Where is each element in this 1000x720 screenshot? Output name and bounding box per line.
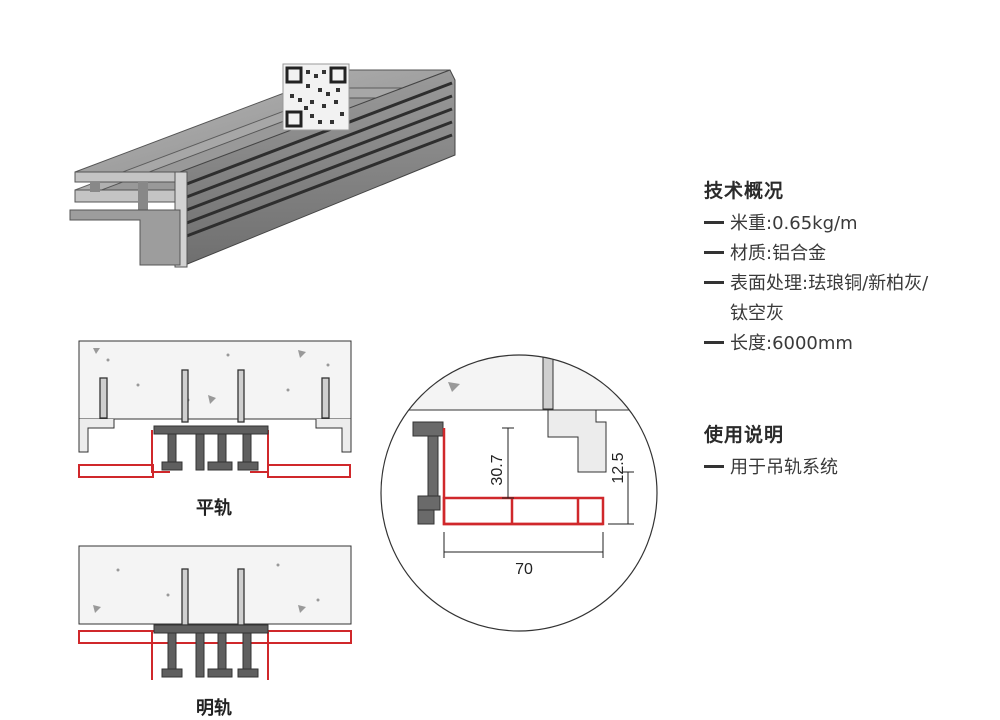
dash-icon	[704, 340, 724, 344]
usage-heading: 使用说明	[704, 424, 785, 446]
dash-icon	[704, 280, 724, 284]
dimension-height-label: 30.7	[489, 454, 506, 485]
spec-weight: 米重:0.65kg/m	[704, 209, 994, 239]
spec-length: 长度:6000mm	[704, 329, 994, 359]
dimension-offset-label: 12.5	[610, 452, 627, 483]
qr-code	[282, 63, 350, 131]
rail-profile-3d-render	[69, 63, 456, 268]
dash-icon	[704, 220, 724, 224]
spec-surface-finish-cont: 钛空灰	[730, 303, 784, 324]
technical-overview-panel: 技术概况 米重:0.65kg/m 材质:铝合金 表面处理:珐琅铜/新柏灰/ 钛空…	[704, 176, 994, 359]
dash-icon	[704, 250, 724, 254]
flat-rail-section-drawing	[78, 340, 352, 478]
detail-callout-circle: 30.7 12.5 70	[380, 354, 658, 632]
usage-panel: 使用说明 用于吊轨系统	[704, 420, 994, 483]
dash-icon	[704, 464, 724, 468]
exposed-rail-section-drawing	[78, 545, 352, 680]
exposed-rail-caption: 明轨	[196, 698, 232, 719]
dimension-width-label: 70	[515, 561, 533, 578]
technical-overview-heading: 技术概况	[704, 180, 785, 202]
flat-rail-caption: 平轨	[196, 498, 232, 519]
usage-item: 用于吊轨系统	[704, 453, 994, 483]
spec-surface-finish: 表面处理:珐琅铜/新柏灰/	[704, 269, 994, 299]
spec-material: 材质:铝合金	[704, 239, 994, 269]
